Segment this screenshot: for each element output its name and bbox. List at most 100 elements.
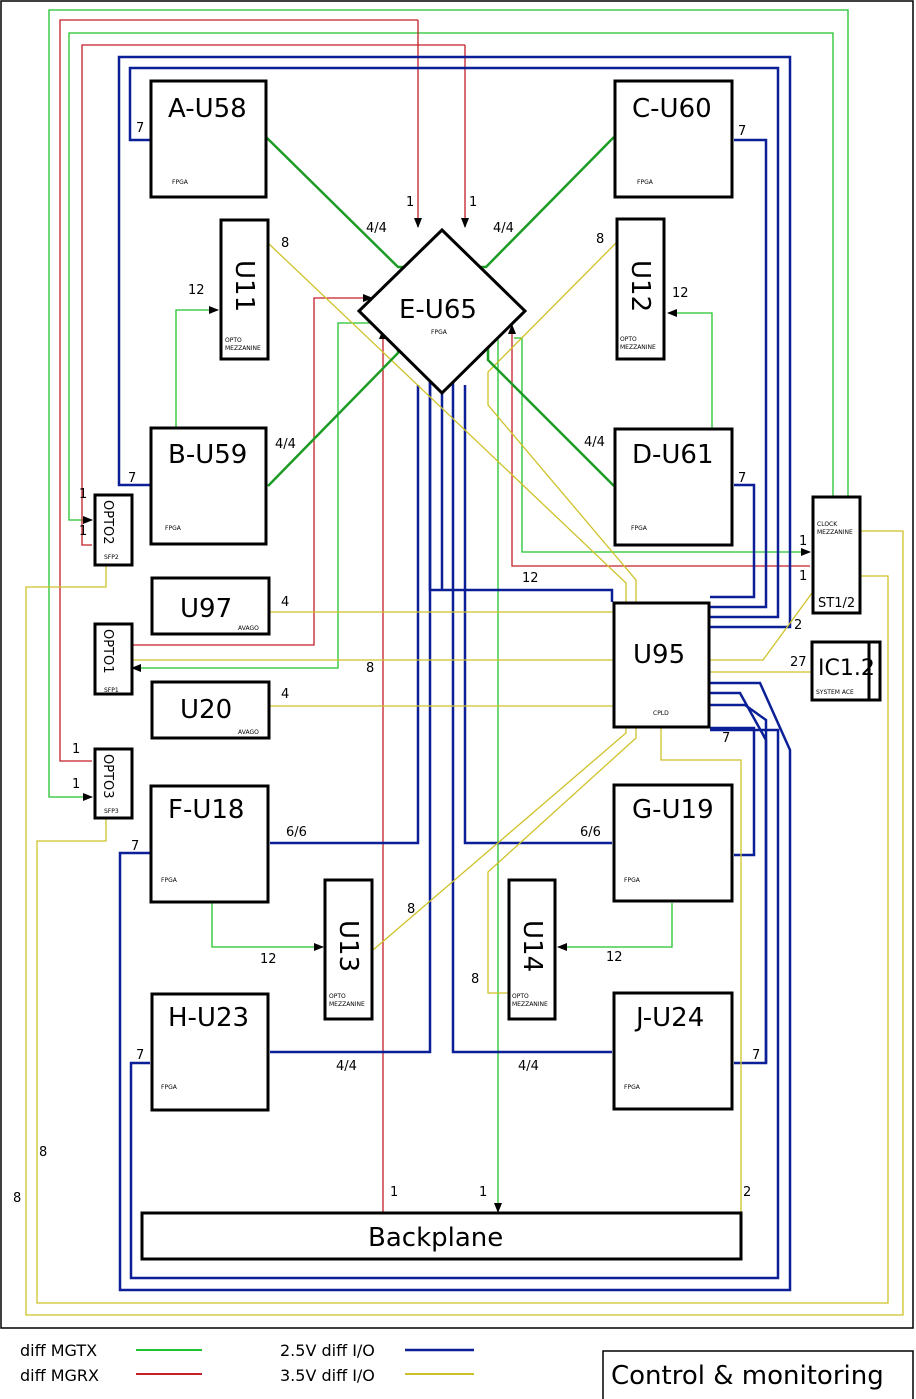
legend: diff MGTX diff MGRX 2.5V diff I/O 3.5V d… [20,1341,474,1385]
label-u14-12: 12 [606,950,623,965]
page-title: Control & monitoring [611,1361,884,1391]
label-je44: 4/4 [518,1059,539,1074]
chip-h-sub: FPGA [161,1084,178,1091]
label-u12-12: 12 [672,286,689,301]
label-de44: 4/4 [584,435,605,450]
chip-u20: U20 AVAGO [150,680,271,740]
chip-opto1-sub: SFP1 [104,687,119,694]
label-c7: 7 [738,124,746,139]
chip-ic12-label: IC1.2 [818,656,875,681]
chip-clock-sub1: CLOCK [817,521,838,528]
chip-u14: U14 OPTO MEZZANINE [507,878,557,1021]
label-d7: 7 [738,471,746,486]
label-opto2-1a: 1 [79,487,87,502]
chip-f: F-U18 FPGA [149,784,270,904]
chip-opto2-label: OPTO2 [100,500,115,545]
chip-e-sub: FPGA [431,329,448,336]
label-f7: 7 [131,839,139,854]
chip-u12: U12 OPTO MEZZANINE [615,217,666,361]
chip-opto3-sub: SFP3 [104,808,119,815]
chip-opto1: OPTO1 SFP1 [93,622,134,696]
label-u13-12: 12 [260,952,277,967]
label-opto3-1a: 1 [72,742,80,757]
label-u14-8: 8 [471,972,479,987]
label-u11-12: 12 [188,283,205,298]
label-u97-4: 4 [281,595,289,610]
label-u12-8: 8 [596,232,604,247]
chip-a: A-U58 FPGA [149,79,268,199]
chip-clock-label: ST1/2 [818,596,855,611]
label-clk1a: 1 [799,534,807,549]
label-a7: 7 [136,121,144,136]
chip-u97: U97 AVAGO [150,576,271,636]
chip-u13-sub1: OPTO [329,993,346,1000]
label-e1a: 1 [406,195,414,210]
label-clk1b: 1 [799,569,807,584]
label-ic27: 27 [790,655,807,670]
chip-c-label: C-U60 [632,94,712,124]
label-b7: 7 [128,471,136,486]
chip-f-sub: FPGA [161,877,178,884]
mgrx-lines [59,19,810,1212]
chip-d: D-U61 FPGA [613,427,734,547]
label-left8b: 8 [13,1191,21,1206]
legend-mgtx-label: diff MGTX [20,1341,97,1360]
chip-u13: U13 OPTO MEZZANINE [323,878,374,1021]
label-bp1a: 1 [390,1185,398,1200]
chip-opto2-sub: SFP2 [104,554,119,561]
chip-u11-label: U11 [229,260,259,312]
chip-u97-label: U97 [180,594,232,624]
chip-u20-label: U20 [180,695,232,725]
chip-a-sub: FPGA [172,179,189,186]
io35-lines [25,242,904,1316]
label-opto3-1b: 1 [72,777,80,792]
title-box: Control & monitoring [602,1350,914,1399]
label-he44: 4/4 [336,1059,357,1074]
chip-opto1-label: OPTO1 [100,629,115,674]
chip-j-label: J-U24 [634,1003,704,1033]
chip-u95-sub: CPLD [653,710,669,717]
chip-ic12-sub: SYSTEM ACE [816,689,854,696]
label-u13-8: 8 [407,902,415,917]
chip-u14-sub1: OPTO [512,993,529,1000]
label-ae44: 4/4 [366,221,387,236]
mgtx-lines [48,9,849,1213]
chip-e: E-U65 FPGA [356,227,528,396]
chip-d-label: D-U61 [632,440,714,470]
chip-u13-label: U13 [333,920,363,972]
chip-u11: U11 OPTO MEZZANINE [219,218,270,361]
label-u95-7: 7 [722,731,730,746]
chip-u11-sub2: MEZZANINE [225,345,261,352]
label-clk2: 2 [794,618,802,633]
chip-e-label: E-U65 [399,295,477,325]
label-be44: 4/4 [275,437,296,452]
chip-u11-sub1: OPTO [225,337,242,344]
backplane-label: Backplane [368,1223,503,1253]
chip-u12-sub1: OPTO [620,336,637,343]
label-bp1b: 1 [479,1185,487,1200]
chip-j: J-U24 FPGA [612,991,734,1111]
label-j7: 7 [752,1048,760,1063]
chip-opto3: OPTO3 SFP3 [93,747,134,820]
chip-u95: U95 CPLD [612,601,711,729]
chip-d-sub: FPGA [631,525,648,532]
label-u11-8: 8 [281,236,289,251]
backplane: Backplane [140,1211,743,1261]
label-h7: 7 [136,1048,144,1063]
chip-opto2: OPTO2 SFP2 [93,493,134,567]
io25-lines [117,55,792,1292]
label-ce44: 4/4 [493,221,514,236]
legend-io25-label: 2.5V diff I/O [280,1341,375,1360]
chip-g-sub: FPGA [624,877,641,884]
chip-h: H-U23 FPGA [150,992,270,1112]
board-frame [0,0,914,1329]
chip-clock: CLOCK MEZZANINE ST1/2 [811,495,862,615]
chip-f-label: F-U18 [168,795,244,825]
label-left8a: 8 [39,1145,47,1160]
link-count-labels: 7 7 7 7 7 7 7 7 4/4 4/4 4/4 4/4 6/6 6/6 … [13,121,807,1206]
chip-b-label: B-U59 [168,440,247,470]
legend-mgrx-label: diff MGRX [20,1366,99,1385]
label-fe66: 6/6 [286,825,307,840]
legend-io35-label: 3.5V diff I/O [280,1366,375,1385]
